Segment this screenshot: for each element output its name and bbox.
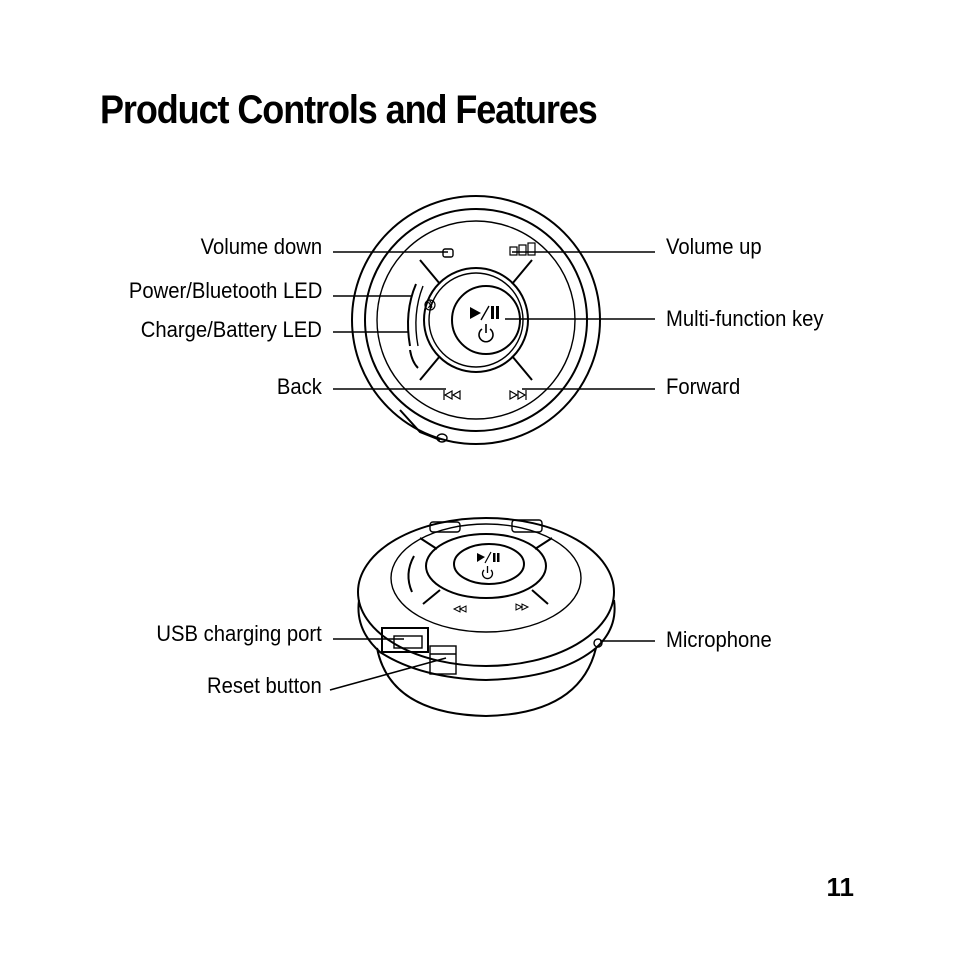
label-charge-battery-led: Charge/Battery LED xyxy=(140,317,322,342)
label-reset-button: Reset button xyxy=(207,673,322,698)
label-power-bluetooth-led: Power/Bluetooth LED xyxy=(128,278,322,303)
label-forward: Forward xyxy=(666,374,741,399)
forward-icon xyxy=(515,603,530,611)
bluetooth-icon xyxy=(424,299,436,311)
back-icon xyxy=(443,389,461,401)
back-icon xyxy=(452,605,467,613)
label-volume-down: Volume down xyxy=(200,234,322,259)
forward-icon xyxy=(509,389,527,401)
side-view-device xyxy=(357,517,616,718)
page-title: Product Controls and Features xyxy=(100,88,598,132)
play-pause-icon xyxy=(477,551,500,564)
top-view-device xyxy=(351,195,601,445)
power-icon xyxy=(481,566,494,580)
label-volume-up: Volume up xyxy=(666,234,762,259)
label-usb-charging-port: USB charging port xyxy=(156,621,322,646)
label-multi-function-key: Multi-function key xyxy=(666,306,824,331)
volume-up-icon xyxy=(509,242,536,256)
label-microphone: Microphone xyxy=(666,627,772,652)
leader-reset xyxy=(329,657,447,691)
play-pause-icon xyxy=(470,305,499,321)
page-number: 11 xyxy=(826,872,855,902)
power-icon xyxy=(478,324,494,343)
label-back: Back xyxy=(276,374,322,399)
